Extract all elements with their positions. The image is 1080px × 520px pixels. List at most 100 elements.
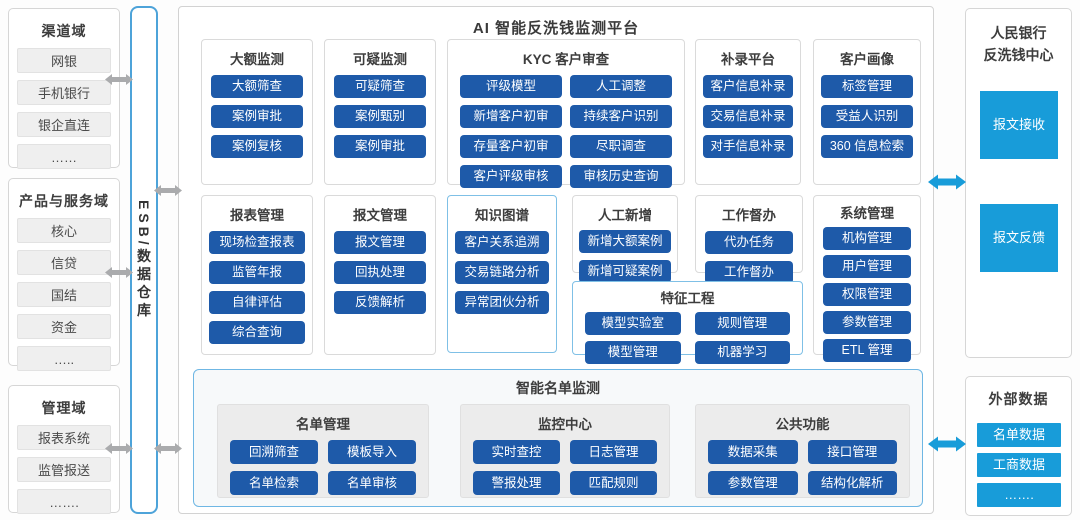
module-title: 智能名单监测 [516,380,600,396]
module-work-supervision: 工作督办 代办任务 工作督办 [695,195,803,284]
aml-platform-panel: AI 智能反洗钱监测平台 大额监测 大额筛查 案例审批 案例复核 可疑监测 可疑… [178,6,934,514]
module-title: 可疑监测 [353,52,407,67]
feature-button: 回执处理 [334,261,426,284]
feature-button: 工作督办 [705,261,793,284]
panel-title: 外部数据 [988,391,1049,407]
panel-management-domain: 管理域 报表系统 监管报送 ……. [8,385,120,514]
external-data-item-more: ……. [977,483,1061,507]
feature-button: 规则管理 [694,312,790,335]
product-item: 国结 [17,282,111,307]
feature-button: 人工调整 [570,75,672,98]
module-smart-list-monitoring: 智能名单监测 名单管理 回溯筛查 模板导入 名单检索 名单审核 监控中心 实时查… [193,369,923,507]
module-title: 客户画像 [840,52,894,67]
feature-button: 名单检索 [230,471,318,495]
feature-button: 回溯筛查 [230,440,318,464]
panel-title-line2: 反洗钱中心 [983,46,1054,63]
management-item: 报表系统 [17,425,111,450]
bidirectional-arrow-icon [105,443,133,454]
feature-button: 参数管理 [823,311,911,334]
feature-button: 反馈解析 [334,291,426,314]
panel-title: 管理域 [41,400,87,416]
feature-button: 模型管理 [585,341,681,364]
channel-item: 银企直连 [17,112,111,137]
feature-button: 案例审批 [334,135,426,158]
feature-button: 客户评级审核 [460,165,562,188]
feature-button: 新增可疑案例 [579,260,671,283]
module-large-amount-monitoring: 大额监测 大额筛查 案例审批 案例复核 [201,39,313,185]
group-title: 监控中心 [538,417,592,432]
feature-button: 机构管理 [823,227,911,250]
bidirectional-arrow-icon [105,74,133,85]
external-data-item: 工商数据 [977,453,1061,477]
feature-button: 受益人识别 [821,105,913,128]
feature-button: 案例审批 [211,105,303,128]
panel-pboc-aml-center: 人民银行 反洗钱中心 报文接收 报文反馈 [965,8,1072,358]
panel-channel-domain: 渠道域 网银 手机银行 银企直连 …… [8,8,120,169]
feature-button: 案例复核 [211,135,303,158]
feature-button: 交易链路分析 [455,261,549,284]
platform-title: AI 智能反洗钱监测平台 [472,20,640,37]
feature-button: 权限管理 [823,283,911,306]
feature-button: 警报处理 [473,471,560,495]
feature-button: 接口管理 [807,440,897,464]
group-title: 名单管理 [296,417,350,432]
panel-title: 产品与服务域 [19,193,109,209]
bidirectional-arrow-icon [154,443,182,454]
panel-external-data: 外部数据 名单数据 工商数据 ……. [965,376,1072,516]
feature-button: 审核历史查询 [570,165,672,188]
feature-button: 实时查控 [473,440,560,464]
feature-button: ETL 管理 [823,339,911,362]
feature-button: 现场检查报表 [209,231,305,254]
feature-button: 尽职调查 [570,135,672,158]
feature-button: 名单审核 [328,471,416,495]
feature-button: 模型实验室 [585,312,681,335]
panel-title-line1: 人民银行 [990,25,1047,41]
feature-button: 日志管理 [570,440,657,464]
feature-button: 新增客户初审 [460,105,562,128]
feature-button: 自律评估 [209,291,305,314]
bidirectional-arrow-icon [928,174,966,190]
feature-button: 存量客户初审 [460,135,562,158]
channel-item: 网银 [17,48,111,73]
feature-button: 客户信息补录 [703,75,793,98]
module-title: 补录平台 [721,52,775,67]
panel-product-service-domain: 产品与服务域 核心 信贷 国结 资金 ….. [8,178,120,371]
pboc-message-feedback-block: 报文反馈 [980,204,1058,272]
feature-button: 360 信息检索 [821,135,913,158]
module-report-management: 报表管理 现场检查报表 监管年报 自律评估 综合查询 [201,195,313,355]
channel-item-more: …… [17,144,111,169]
feature-button: 评级模型 [460,75,562,98]
module-message-management: 报文管理 报文管理 回执处理 反馈解析 [324,195,436,355]
group-common-functions: 公共功能 数据采集 接口管理 参数管理 结构化解析 [695,404,910,498]
feature-button: 代办任务 [705,231,793,254]
group-monitoring-center: 监控中心 实时查控 日志管理 警报处理 匹配规则 [460,404,670,498]
feature-button: 匹配规则 [570,471,657,495]
product-item: 资金 [17,314,111,339]
feature-button: 案例甄别 [334,105,426,128]
bidirectional-arrow-icon [105,267,133,278]
feature-button: 结构化解析 [807,471,897,495]
feature-button: 综合查询 [209,321,305,344]
module-customer-profile: 客户画像 标签管理 受益人识别 360 信息检索 [813,39,921,185]
feature-button: 交易信息补录 [703,105,793,128]
module-title: KYC 客户审查 [522,52,610,67]
module-title: 系统管理 [840,206,894,221]
pboc-message-receive-block: 报文接收 [980,91,1058,159]
module-title: 报表管理 [230,208,284,223]
module-kyc-review: KYC 客户审查 评级模型 人工调整 新增客户初审 持续客户识别 存量客户初审 … [447,39,685,188]
channel-item: 手机银行 [17,80,111,105]
feature-button: 机器学习 [694,341,790,364]
group-title: 公共功能 [775,417,830,432]
feature-button: 报文管理 [334,231,426,254]
module-title: 工作督办 [722,208,776,223]
module-title: 人工新增 [598,208,652,223]
module-supplementary-entry: 补录平台 客户信息补录 交易信息补录 对手信息补录 [695,39,801,185]
esb-label: ESB/数据仓库 [136,199,152,321]
group-list-management: 名单管理 回溯筛查 模板导入 名单检索 名单审核 [217,404,429,498]
feature-button: 持续客户识别 [570,105,672,128]
module-title: 报文管理 [353,208,407,223]
feature-button: 客户关系追溯 [455,231,549,254]
feature-button: 对手信息补录 [703,135,793,158]
external-data-item: 名单数据 [977,423,1061,447]
